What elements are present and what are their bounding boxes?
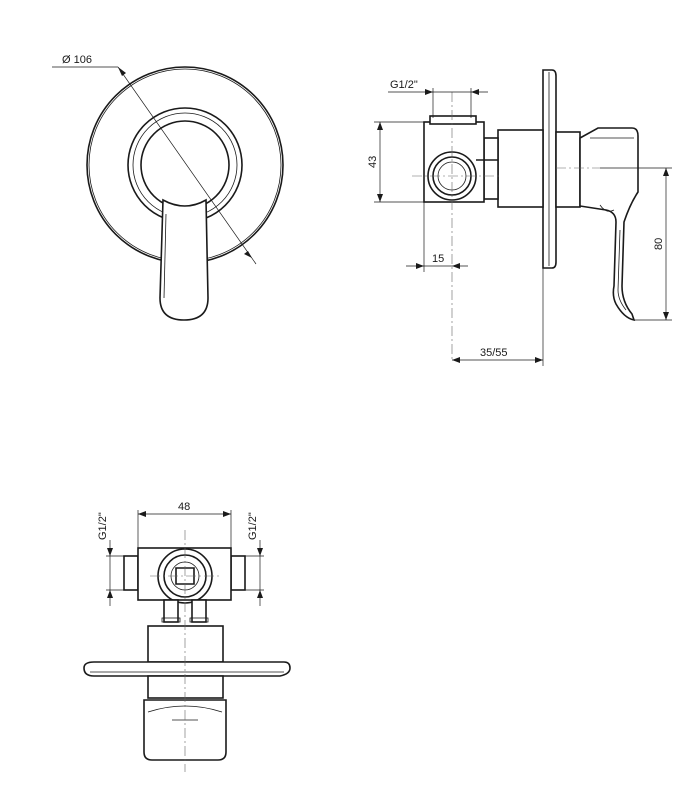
width-arrow-left xyxy=(138,511,146,517)
bottom-cartridge xyxy=(147,675,224,699)
height-arrow-bottom xyxy=(377,194,383,202)
rosette-plate xyxy=(542,69,557,269)
depth-arrow-left xyxy=(452,357,460,363)
left-thread-arrow-top xyxy=(107,548,113,556)
diameter-leader-diagonal xyxy=(117,66,257,265)
cartridge-housing xyxy=(555,131,581,208)
cartridge-ring-edge xyxy=(132,112,238,218)
side-lever-notch xyxy=(599,204,615,212)
depth-label: 35/55 xyxy=(480,347,508,359)
outlet-square-nut xyxy=(175,567,195,585)
offset-arrow-left xyxy=(416,263,424,269)
diameter-arrow-bottom xyxy=(244,251,252,258)
height-label: 43 xyxy=(367,156,379,168)
bottom-view: 48 G1/2" G1/2" xyxy=(83,501,291,772)
bottom-connection-box xyxy=(137,547,232,601)
cartridge-inner-ring xyxy=(140,120,230,210)
left-leg-nut xyxy=(161,617,181,623)
thread-label: G1/2" xyxy=(390,79,418,91)
right-thread-label: G1/2" xyxy=(247,512,259,540)
side-lever xyxy=(579,127,639,322)
mixer-body xyxy=(497,129,544,208)
body-collar xyxy=(483,137,499,200)
diameter-arrow-top xyxy=(118,67,126,76)
lever-handle xyxy=(159,198,209,321)
bottom-rosette-plate xyxy=(83,661,291,677)
right-thread-arrow-bottom xyxy=(257,590,263,598)
offset-arrow-right xyxy=(452,263,460,269)
width-label: 48 xyxy=(178,501,190,513)
right-thread-arrow-top xyxy=(257,548,263,556)
side-view: G1/2" 43 15 35/55 80 xyxy=(367,69,672,366)
right-leg-nut xyxy=(189,617,209,623)
lever-arrow-top xyxy=(663,168,669,176)
right-leg xyxy=(191,599,207,623)
cartridge-outer-ring xyxy=(127,107,243,223)
left-inlet-stub xyxy=(123,555,139,591)
lever-arrow-bottom xyxy=(663,312,669,320)
thread-arrow-left xyxy=(425,89,433,95)
offset-label: 15 xyxy=(432,253,444,265)
top-inlet-stub xyxy=(429,115,477,125)
side-lever-inner-edge xyxy=(617,229,627,311)
lever-highlight xyxy=(163,213,167,299)
left-leg xyxy=(163,599,179,623)
width-arrow-right xyxy=(223,511,231,517)
bottom-body xyxy=(147,625,224,663)
right-inlet-stub xyxy=(230,555,246,591)
height-arrow-top xyxy=(377,122,383,130)
front-view: Ø 106 xyxy=(52,54,284,321)
depth-arrow-right xyxy=(535,357,543,363)
thread-arrow-right xyxy=(471,89,479,95)
lever-label: 80 xyxy=(653,238,665,250)
left-thread-arrow-bottom xyxy=(107,590,113,598)
left-thread-label: G1/2" xyxy=(97,512,109,540)
diameter-label: Ø 106 xyxy=(62,54,92,66)
